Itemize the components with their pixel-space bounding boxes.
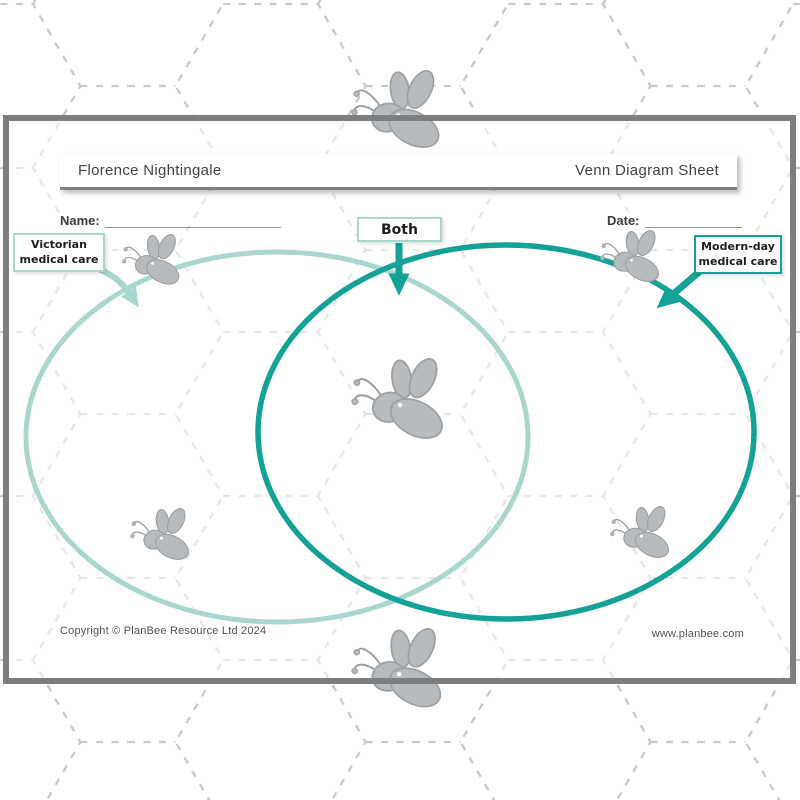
venn-left-circle — [23, 249, 531, 625]
date-blank-line[interactable] — [644, 214, 742, 228]
venn-label-victorian-line1: Victorian — [31, 238, 87, 252]
website-text: www.planbee.com — [651, 628, 744, 640]
name-field: Name: — [60, 213, 281, 228]
worksheet-title: Florence Nightingale — [78, 162, 222, 179]
venn-label-both: Both — [357, 217, 442, 242]
venn-right-circle — [255, 242, 757, 622]
name-label: Name: — [60, 213, 100, 228]
sheet-type-title: Venn Diagram Sheet — [575, 162, 719, 179]
copyright-text: Copyright © PlanBee Resource Ltd 2024 — [60, 625, 267, 637]
venn-label-modern-line1: Modern-day — [701, 240, 775, 254]
venn-label-modern-line2: medical care — [698, 254, 778, 268]
name-blank-line[interactable] — [104, 214, 281, 228]
venn-label-modern: Modern-day medical care — [694, 235, 782, 274]
venn-label-both-text: Both — [381, 221, 418, 238]
venn-label-victorian-line2: medical care — [19, 252, 99, 266]
venn-label-victorian: Victorian medical care — [13, 233, 105, 272]
date-field: Date: — [607, 213, 742, 228]
header-bar: Florence Nightingale Venn Diagram Sheet — [60, 154, 737, 190]
date-label: Date: — [607, 213, 640, 228]
page-frame-border — [3, 115, 796, 684]
